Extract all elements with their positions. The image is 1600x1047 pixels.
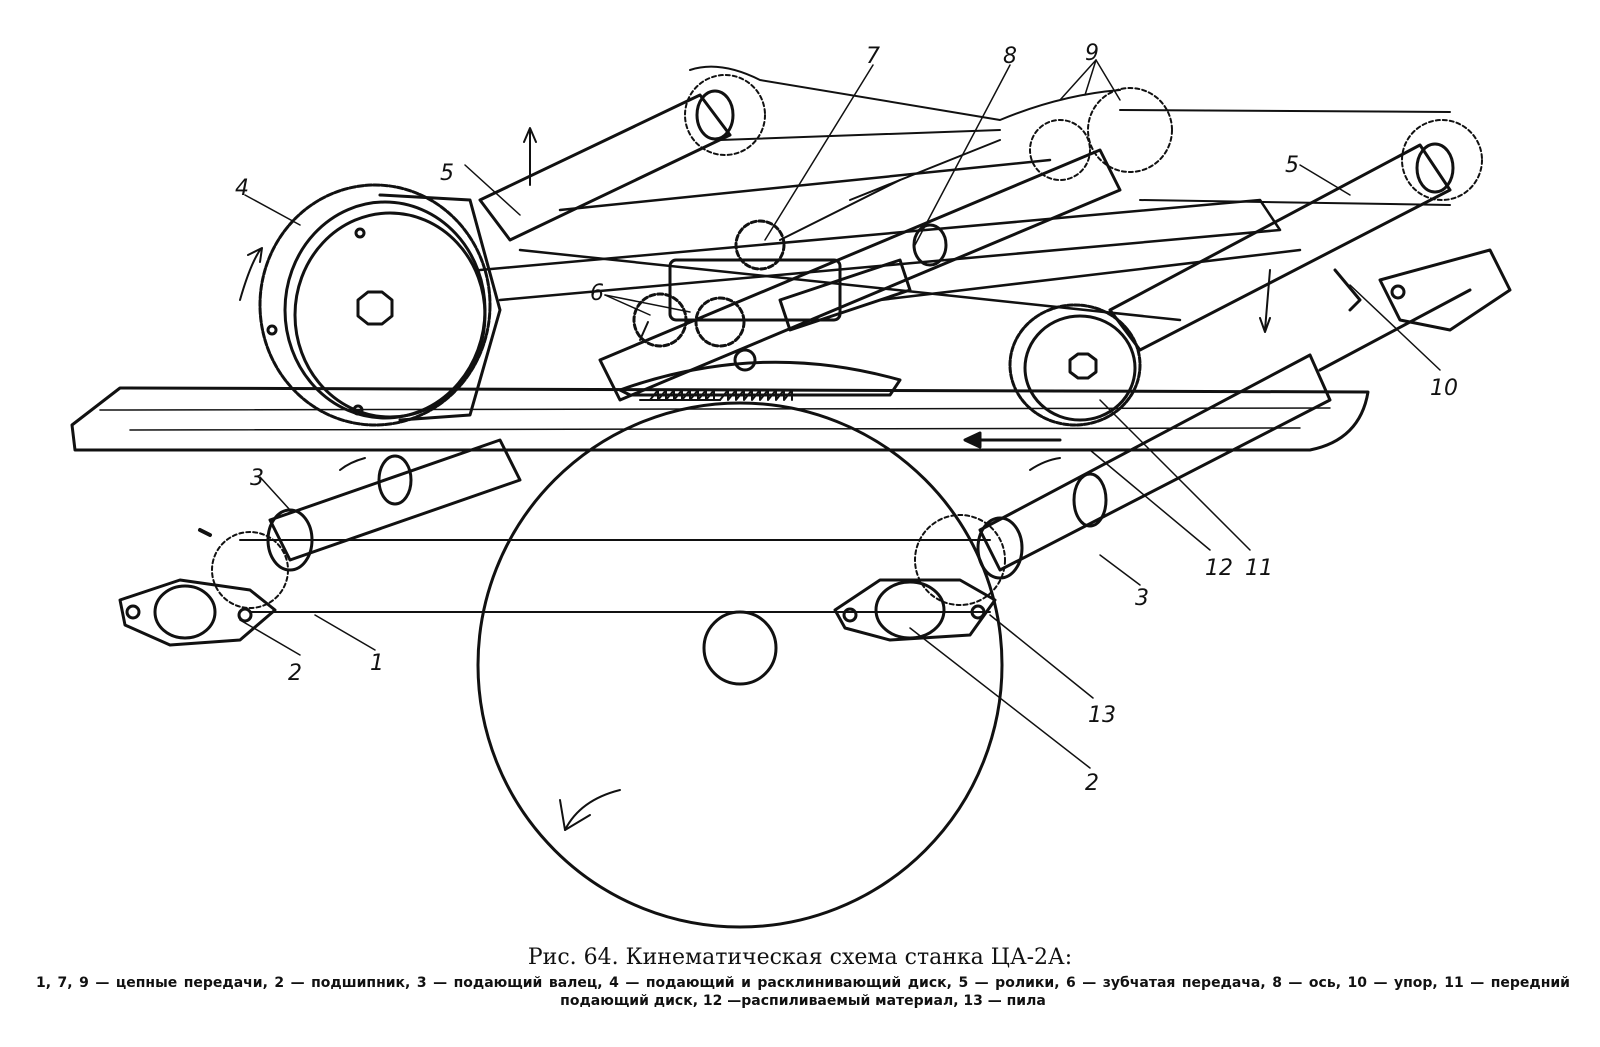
label-6: 6: [590, 281, 604, 306]
caption-title: Рис. 64. Кинематическая схема станка ЦА-…: [527, 945, 1073, 970]
workpiece-board: [70, 386, 1370, 452]
label-7: 7: [866, 44, 880, 69]
label-9: 9: [1085, 41, 1099, 66]
caption-legend: 1, 7, 9 — цепные передачи, 2 — подшипник…: [36, 975, 1570, 1009]
upper-chain-drive: [684, 65, 1483, 241]
bearing-right: [833, 578, 997, 642]
label-5-right: 5: [1285, 153, 1299, 178]
label-8: 8: [1003, 44, 1017, 69]
roller-right: [1108, 142, 1455, 352]
label-11: 11: [1245, 556, 1273, 581]
label-1: 1: [370, 651, 384, 676]
label-4: 4: [235, 176, 249, 201]
label-5-left: 5: [440, 161, 454, 186]
figure-caption: Рис. 64. Кинематическая схема станка ЦА-…: [0, 945, 1600, 1010]
gear-assembly: [618, 219, 902, 397]
label-3-right: 3: [1135, 586, 1149, 611]
lower-feed-roller-right: [976, 353, 1332, 580]
label-10: 10: [1430, 376, 1458, 401]
leader-lines: [239, 59, 1441, 769]
saw-blade: [476, 389, 1004, 929]
roller-left: [478, 89, 735, 242]
motion-arrows: [198, 127, 1271, 537]
label-13: 13: [1088, 703, 1116, 728]
axis-shaft: [598, 148, 1122, 402]
bearing-left: [118, 578, 277, 647]
label-12: 12: [1205, 556, 1233, 581]
label-2-left: 2: [288, 661, 302, 686]
lower-feed-roller-left: [266, 438, 522, 572]
label-2-right: 2: [1085, 771, 1099, 796]
lower-chain-drive: [211, 514, 1006, 613]
front-feed-disk: [1008, 303, 1142, 427]
label-3-left: 3: [250, 466, 264, 491]
frame: [478, 158, 1302, 322]
part-labels: 1 2 2 3 3 4 5 5 6 7 8 9 10 11 12 13: [235, 41, 1458, 796]
stop: [1318, 248, 1512, 372]
